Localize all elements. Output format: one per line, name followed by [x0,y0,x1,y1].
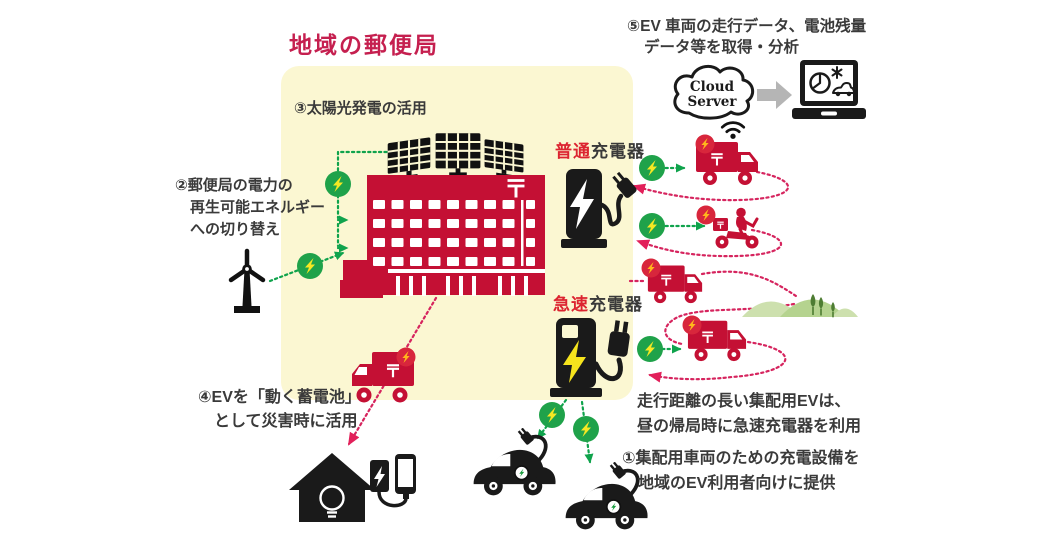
rapid-charger-device-text: 充電器 [589,295,643,314]
rapid-plug [607,320,630,357]
mobile-battery-note: ④EVを「動く蓄電池」 として災害時に活用 [198,386,361,434]
rapid-usage-note: 走行距離の長い集配用EVは、 昼の帰局時に急速充電器を利用 [637,389,861,439]
renewable-note-line1: ②郵便局の電力の [175,177,293,194]
ev-car-icon [473,428,556,496]
wifi-signal-icon [720,121,746,139]
rapid-usage-line1: 走行距離の長い集配用EVは、 [637,393,851,410]
cloud-to-laptop-arrow-icon [757,81,792,109]
rapid-charger-type-text: 急速 [553,295,589,314]
rapid-charger-icon [550,318,630,397]
delivery-scooter-icon: 〒 [713,207,759,249]
building-entrance-columns [396,276,528,296]
normal-charger-icon [561,169,637,248]
mobile-battery-line1: ④EVを「動く蓄電池」 [198,389,361,406]
rapid-to-car2-arrow [580,400,594,464]
data-analysis-line1: ⑤EV 車両の走行データ、電池残量 [627,18,867,35]
ev-car-icon-2 [565,462,648,530]
hills-scenery-icon [742,294,858,318]
charger-plug [612,171,637,198]
renewable-note-line2: 再生可能エネルギー [190,199,326,216]
powerbank-phone-icon [370,454,416,508]
mobile-battery-line2: として災害時に活用 [214,413,358,430]
laptop-car-symbol [832,82,855,97]
truck-postal-mark: 〒 [659,273,673,289]
page-title: 地域の郵便局 [289,32,439,58]
normal-charger-label: 普通充電器 [555,141,645,163]
charger-bolt-symbol [570,179,594,229]
solar-note: ③太陽光発電の活用 [294,100,427,117]
solar-panel-middle-icon [435,133,481,176]
ev-badge-bolt [611,502,617,512]
analysis-laptop-icon [792,60,866,119]
data-analysis-line2: データ等を取得・分析 [644,39,800,56]
cloud-label-line1: Cloud [690,79,735,95]
building-windows [373,200,535,266]
post-office-building-icon: 〒 [340,175,545,298]
delivery-truck-connected-icon: 〒 [696,142,758,185]
powerbank-bolt [374,466,385,487]
building-entrance-canopy [388,269,545,273]
normal-charger-type-text: 普通 [555,142,591,161]
light-bulb-icon [319,485,345,518]
building-postal-mark: 〒 [504,176,528,203]
trees [810,294,835,318]
cloud-label-line2: Server [688,94,738,110]
delivery-truck-outbound-icon: 〒 [647,265,703,304]
renewable-note-line3: への切り替え [190,221,281,238]
rapid-usage-line2: 昼の帰局時に急速充電器を利用 [637,418,862,435]
laptop-asterisk [831,66,843,79]
ev-car-plug [609,462,626,479]
solar-panel-left-icon [387,137,431,180]
renewable-note: ②郵便局の電力の 再生可能エネルギー への切り替え [175,175,325,241]
cloud-server-icon: Cloud Server [673,64,755,120]
rapid-bolt-symbol [563,340,586,383]
provide-note-line1: ①集配用車両のための充電設備を [622,450,860,467]
truck-postal-mark: 〒 [385,362,402,381]
house-icon [289,453,375,522]
charger-screen [562,325,578,338]
provide-note: ①集配用車両のための充電設備を 地域のEV利用者向けに提供 [622,446,860,496]
rapid-charger-label: 急速充電器 [553,294,643,316]
ev-badge-bolt [519,468,525,478]
wind-turbine-icon [228,248,266,313]
truck-postal-mark: 〒 [700,329,715,346]
scooter-postal-mark: 〒 [716,221,725,231]
delivery-truck-charging-icon: 〒 [687,320,747,362]
ev-car-plug [517,428,534,445]
truck-postal-mark: 〒 [709,152,725,169]
data-analysis-note: ⑤EV 車両の走行データ、電池残量 データ等を取得・分析 [627,16,866,58]
provide-note-line2: 地域のEV利用者向けに提供 [638,475,836,492]
normal-charger-device-text: 充電器 [591,142,645,161]
